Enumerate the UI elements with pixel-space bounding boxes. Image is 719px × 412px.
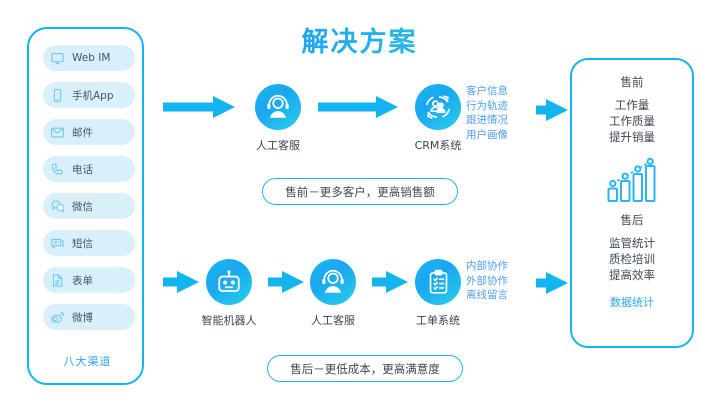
channels-footer-label: 八大渠道 — [63, 355, 112, 368]
page-title: 解决方案 — [0, 20, 719, 59]
channel-item-sms[interactable]: 短信 — [43, 230, 135, 256]
arrow-robot-to-agent — [268, 271, 304, 293]
presale-annotations: 客户信息 行为轨迹 跟进情况 用户画像 — [466, 84, 508, 142]
arrow-presale-to-stats — [536, 99, 568, 121]
headset-agent-icon — [255, 84, 301, 130]
stats-aftersale-heading: 售后 — [620, 213, 644, 227]
stats-aftersale-items: 监管统计 质检培训 提高效率 — [572, 235, 692, 283]
sms-bubble-icon — [49, 235, 66, 252]
channel-label: 微信 — [72, 200, 93, 213]
channel-item-phone[interactable]: 电话 — [43, 156, 135, 182]
flow-node-label: 人工客服 — [311, 314, 355, 327]
annotation-line: 用户画像 — [466, 128, 508, 141]
weibo-icon — [49, 309, 66, 326]
clipboard-checklist-icon — [415, 259, 461, 305]
channel-item-form[interactable]: 表单 — [43, 267, 135, 293]
channel-label: 电话 — [72, 163, 93, 176]
crm-cycle-users-icon — [415, 84, 461, 130]
monitor-icon — [49, 50, 66, 67]
aftersale-annotations: 内部协作 外部协作 离线留言 — [466, 259, 508, 303]
stats-item: 工作质量 — [609, 114, 655, 128]
stats-item: 提高效率 — [609, 268, 655, 282]
channel-item-weibo[interactable]: 微博 — [43, 304, 135, 330]
presale-summary-pill: 售前－更多客户，更高销售额 — [262, 178, 458, 205]
annotation-line: 跟进情况 — [466, 114, 508, 126]
stats-panel: 售前 工作量 工作质量 提升销量 售后 监管统计 质检培训 提高效率 — [570, 58, 694, 348]
stats-item: 质检培训 — [609, 252, 655, 266]
phone-icon — [49, 161, 66, 178]
flow-node-ticket-system[interactable]: 工单系统 — [405, 259, 471, 328]
bar-chart-growth-icon — [572, 157, 692, 203]
flow-node-label: 人工客服 — [256, 139, 300, 152]
annotation-line: 离线留言 — [466, 289, 508, 301]
stats-footer-link[interactable]: 数据统计 — [610, 296, 654, 309]
arrow-channels-to-robot — [163, 271, 199, 293]
arrow-channels-to-agent — [163, 96, 235, 118]
channel-list: Web IM 手机App 邮件 — [43, 45, 135, 341]
flow-node-human-agent-aftersale[interactable]: 人工客服 — [300, 259, 366, 328]
arrow-aftersale-to-stats — [536, 272, 568, 294]
channel-label: 短信 — [72, 237, 93, 250]
envelope-icon — [49, 124, 66, 141]
channel-label: 表单 — [72, 274, 93, 287]
flow-node-label: 智能机器人 — [201, 314, 257, 327]
channel-item-web-im[interactable]: Web IM — [43, 45, 135, 71]
channel-label: 微博 — [72, 311, 93, 324]
stats-presale-items: 工作量 工作质量 提升销量 — [572, 97, 692, 145]
flow-node-label: 工单系统 — [416, 314, 460, 327]
flow-node-robot[interactable]: 智能机器人 — [196, 259, 262, 328]
arrow-agent-to-crm — [318, 96, 398, 118]
robot-icon — [206, 259, 252, 305]
annotation-line: 内部协作 — [466, 260, 508, 272]
wechat-icon — [49, 198, 66, 215]
channel-item-email[interactable]: 邮件 — [43, 119, 135, 145]
headset-agent-icon — [310, 259, 356, 305]
flow-node-crm[interactable]: CRM系统 — [405, 84, 471, 153]
flow-node-human-agent-presale[interactable]: 人工客服 — [245, 84, 311, 153]
stats-presale-heading: 售前 — [620, 75, 644, 89]
mobile-phone-icon — [49, 87, 66, 104]
channel-label: 手机App — [72, 89, 114, 102]
annotation-line: 客户信息 — [466, 85, 508, 97]
channel-label: 邮件 — [72, 126, 93, 139]
channel-item-wechat[interactable]: 微信 — [43, 193, 135, 219]
form-document-icon — [49, 272, 66, 289]
stats-item: 工作量 — [614, 98, 650, 112]
channel-label: Web IM — [72, 52, 111, 64]
channel-item-mobile-app[interactable]: 手机App — [43, 82, 135, 108]
arrow-agent-to-ticket — [372, 271, 408, 293]
annotation-line: 外部协作 — [466, 274, 508, 287]
stats-item: 提升销量 — [609, 130, 655, 144]
channels-panel: Web IM 手机App 邮件 — [27, 27, 144, 385]
flow-node-label: CRM系统 — [414, 139, 462, 152]
annotation-line: 行为轨迹 — [466, 99, 508, 112]
aftersale-summary-pill: 售后－更低成本，更高满意度 — [267, 355, 463, 382]
stats-item: 监管统计 — [609, 236, 655, 250]
